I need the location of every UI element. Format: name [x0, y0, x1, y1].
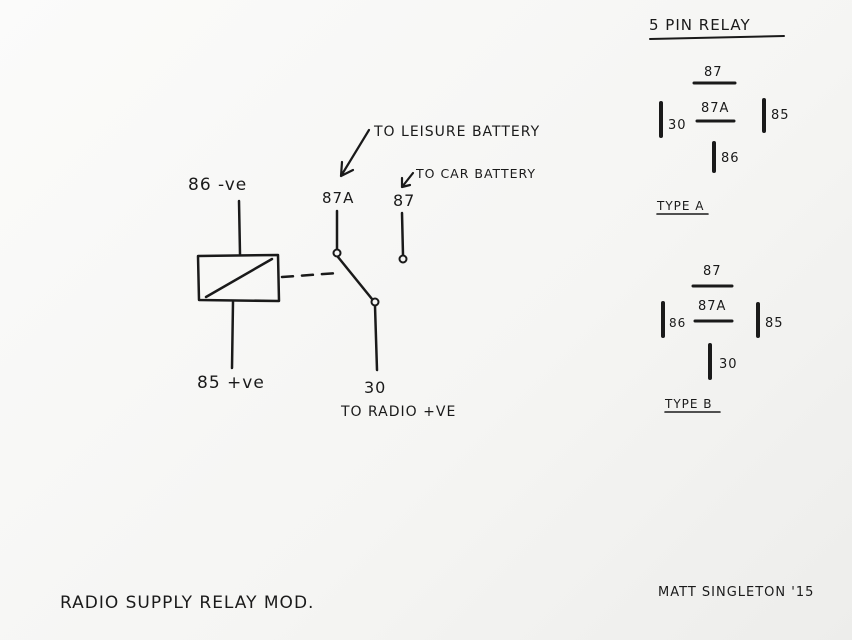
coil-wire-86: [237, 199, 242, 256]
type-a-pin-center-label: 87A: [701, 101, 729, 116]
type-a-pinout: 87 87A 30 85 86 TYPE A: [656, 65, 790, 215]
pinout-heading: 5 PIN RELAY: [649, 16, 751, 34]
to-radio-label: TO RADIO +VE: [340, 404, 456, 420]
type-a-pin-top-label: 87: [704, 65, 723, 80]
mechanical-link-dashed: [280, 271, 340, 279]
author-signature: MATT SINGLETON '15: [658, 585, 814, 600]
pinout-panel: 5 PIN RELAY 87 87A 30 85 86 TYPE A 87 87…: [649, 16, 790, 413]
common-30-wire: [373, 304, 379, 372]
type-b-pin-right-label: 85: [765, 316, 784, 331]
diagram-title: RADIO SUPPLY RELAY MOD.: [60, 593, 314, 613]
type-b-label: TYPE B: [664, 397, 713, 411]
to-car-battery-label: TO CAR BATTERY: [415, 166, 536, 181]
contact-87-label: 87: [393, 191, 415, 210]
type-a-pin-right-label: 85: [771, 108, 790, 123]
relay-schematic: [196, 128, 415, 372]
schematic-labels: 86 -ve 85 +ve 87A 87 30 TO LEISURE BATTE…: [188, 124, 540, 420]
type-a-pin-bottom-label: 86: [721, 151, 740, 166]
contact-87a-label: 87A: [322, 189, 354, 207]
contact-87a-terminal: [332, 248, 342, 258]
switch-arm: [336, 255, 374, 301]
type-b-pin-top-label: 87: [703, 264, 722, 279]
car-battery-arrow: [400, 171, 415, 189]
leisure-battery-arrow: [339, 128, 371, 178]
type-a-label: TYPE A: [656, 199, 705, 213]
contact-87-terminal: [398, 254, 408, 264]
type-b-pin-center-label: 87A: [698, 299, 726, 314]
coil-box: [196, 253, 281, 303]
coil-diagonal: [204, 257, 274, 299]
type-b-pin-bottom-label: 30: [719, 357, 738, 372]
coil-wire-85: [230, 300, 235, 370]
type-a-pin-left-label: 30: [668, 118, 687, 133]
type-b-pinout: 87 87A 86 85 30 TYPE B: [661, 264, 784, 413]
common-30-label: 30: [364, 378, 386, 397]
contact-87-wire: [400, 211, 405, 257]
type-b-pin-left-label: 86: [669, 316, 686, 330]
coil-bottom-label: 85 +ve: [197, 373, 265, 393]
to-leisure-battery-label: TO LEISURE BATTERY: [373, 124, 540, 140]
coil-top-label: 86 -ve: [188, 175, 247, 195]
common-terminal: [370, 297, 380, 307]
pinout-heading-underline: [649, 35, 785, 40]
